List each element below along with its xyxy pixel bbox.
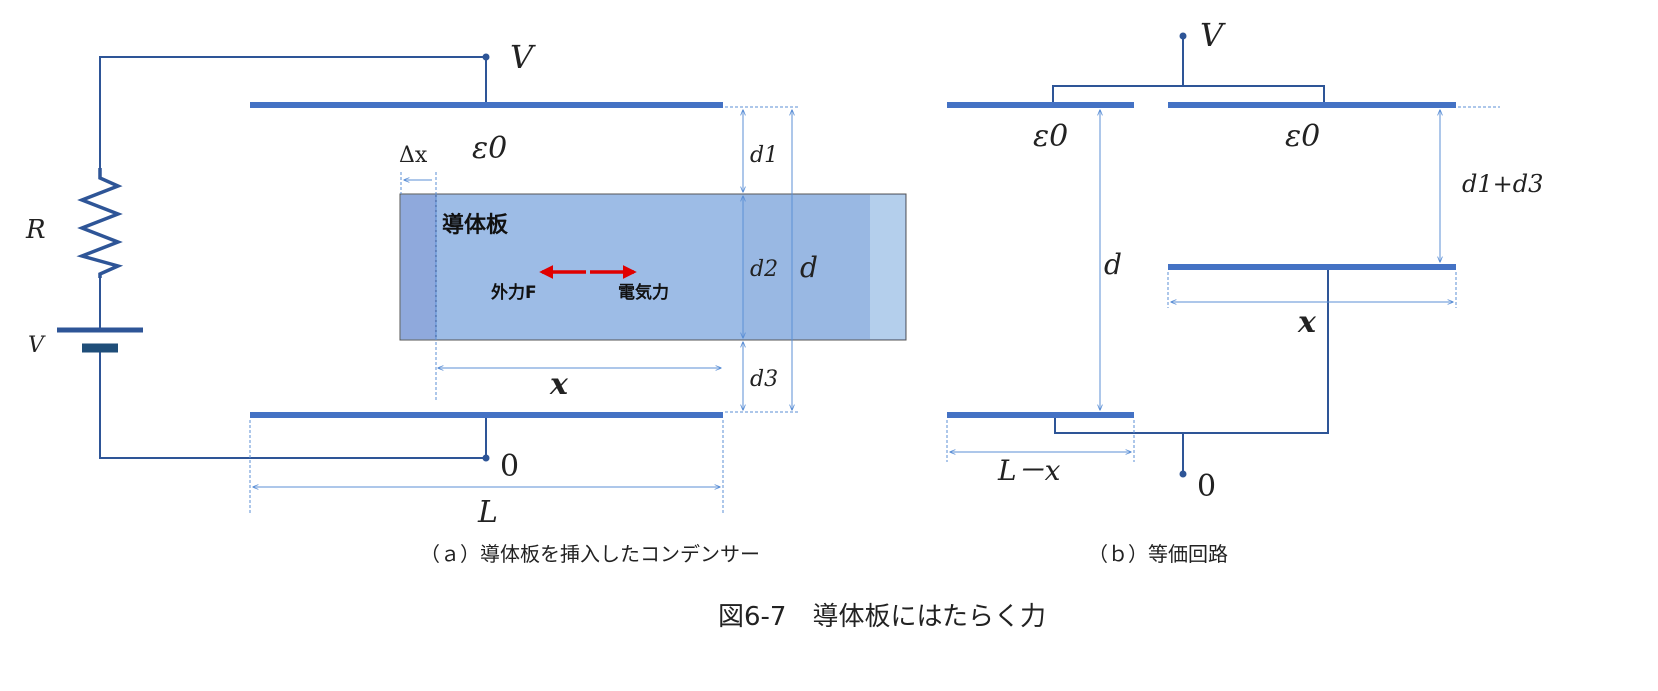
label-V-top-a: V (510, 38, 536, 76)
label-V-top-b: V (1200, 16, 1226, 54)
panel-b: V ε0 ε0 d1+d3 d x L－x 0 （ｂ）等価回路 (946, 16, 1543, 566)
label-L-a: L (477, 495, 498, 530)
panel-a: V 0 R V ε0 Δx 導体板 外力F 電気力 d1 d2 d3 d x L… (25, 38, 907, 566)
dimension-lines-a (249, 106, 800, 515)
terminal-bottom-b (1179, 470, 1187, 478)
label-d-a: d (800, 251, 818, 284)
figure-caption: 図6-7 導体板にはたらく力 (718, 602, 1046, 632)
caption-a: （ａ）導体板を挿入したコンデンサー (420, 542, 760, 566)
label-epsilon0-a: ε0 (472, 131, 507, 166)
label-electric-force: 電気力 (618, 282, 669, 303)
top-right-plate-b (1168, 102, 1456, 108)
label-V-battery: V (28, 333, 46, 358)
label-L-minus-x: L－x (997, 454, 1061, 487)
label-external-force: 外力F (491, 282, 537, 303)
terminal-top-b (1179, 32, 1187, 40)
slab-mid-region (743, 195, 870, 339)
label-d1-plus-d3: d1+d3 (1462, 170, 1543, 198)
dimension-lines-b (946, 106, 1500, 462)
top-plate-a (250, 102, 723, 108)
label-d-b: d (1104, 248, 1122, 281)
label-d3-a: d3 (750, 367, 778, 392)
label-d2-a: d2 (750, 257, 778, 282)
slab-outside-region (870, 195, 905, 339)
label-x-b: x (1297, 305, 1317, 340)
resistor-symbol (76, 168, 124, 278)
label-delta-x: Δx (399, 143, 428, 168)
label-d1-a: d1 (750, 143, 778, 168)
label-R: R (25, 215, 46, 245)
label-epsilon0-b-left: ε0 (1033, 119, 1068, 154)
top-left-plate-b (947, 102, 1134, 108)
bottom-plate-a (250, 412, 723, 418)
mid-right-plate-b (1168, 264, 1456, 270)
slab-dx-region (401, 195, 436, 339)
bottom-left-plate-b (947, 412, 1134, 418)
label-slab: 導体板 (442, 212, 509, 238)
circuit-wire (99, 56, 487, 459)
label-zero-b: 0 (1197, 469, 1216, 504)
label-zero-a: 0 (500, 449, 519, 484)
label-x-a: x (549, 367, 569, 402)
circuit-wire-b (1052, 36, 1329, 474)
caption-b: （ｂ）等価回路 (1088, 542, 1228, 566)
label-epsilon0-b-right: ε0 (1285, 119, 1320, 154)
terminal-top-a (482, 53, 490, 61)
terminal-bottom-a (482, 454, 490, 462)
